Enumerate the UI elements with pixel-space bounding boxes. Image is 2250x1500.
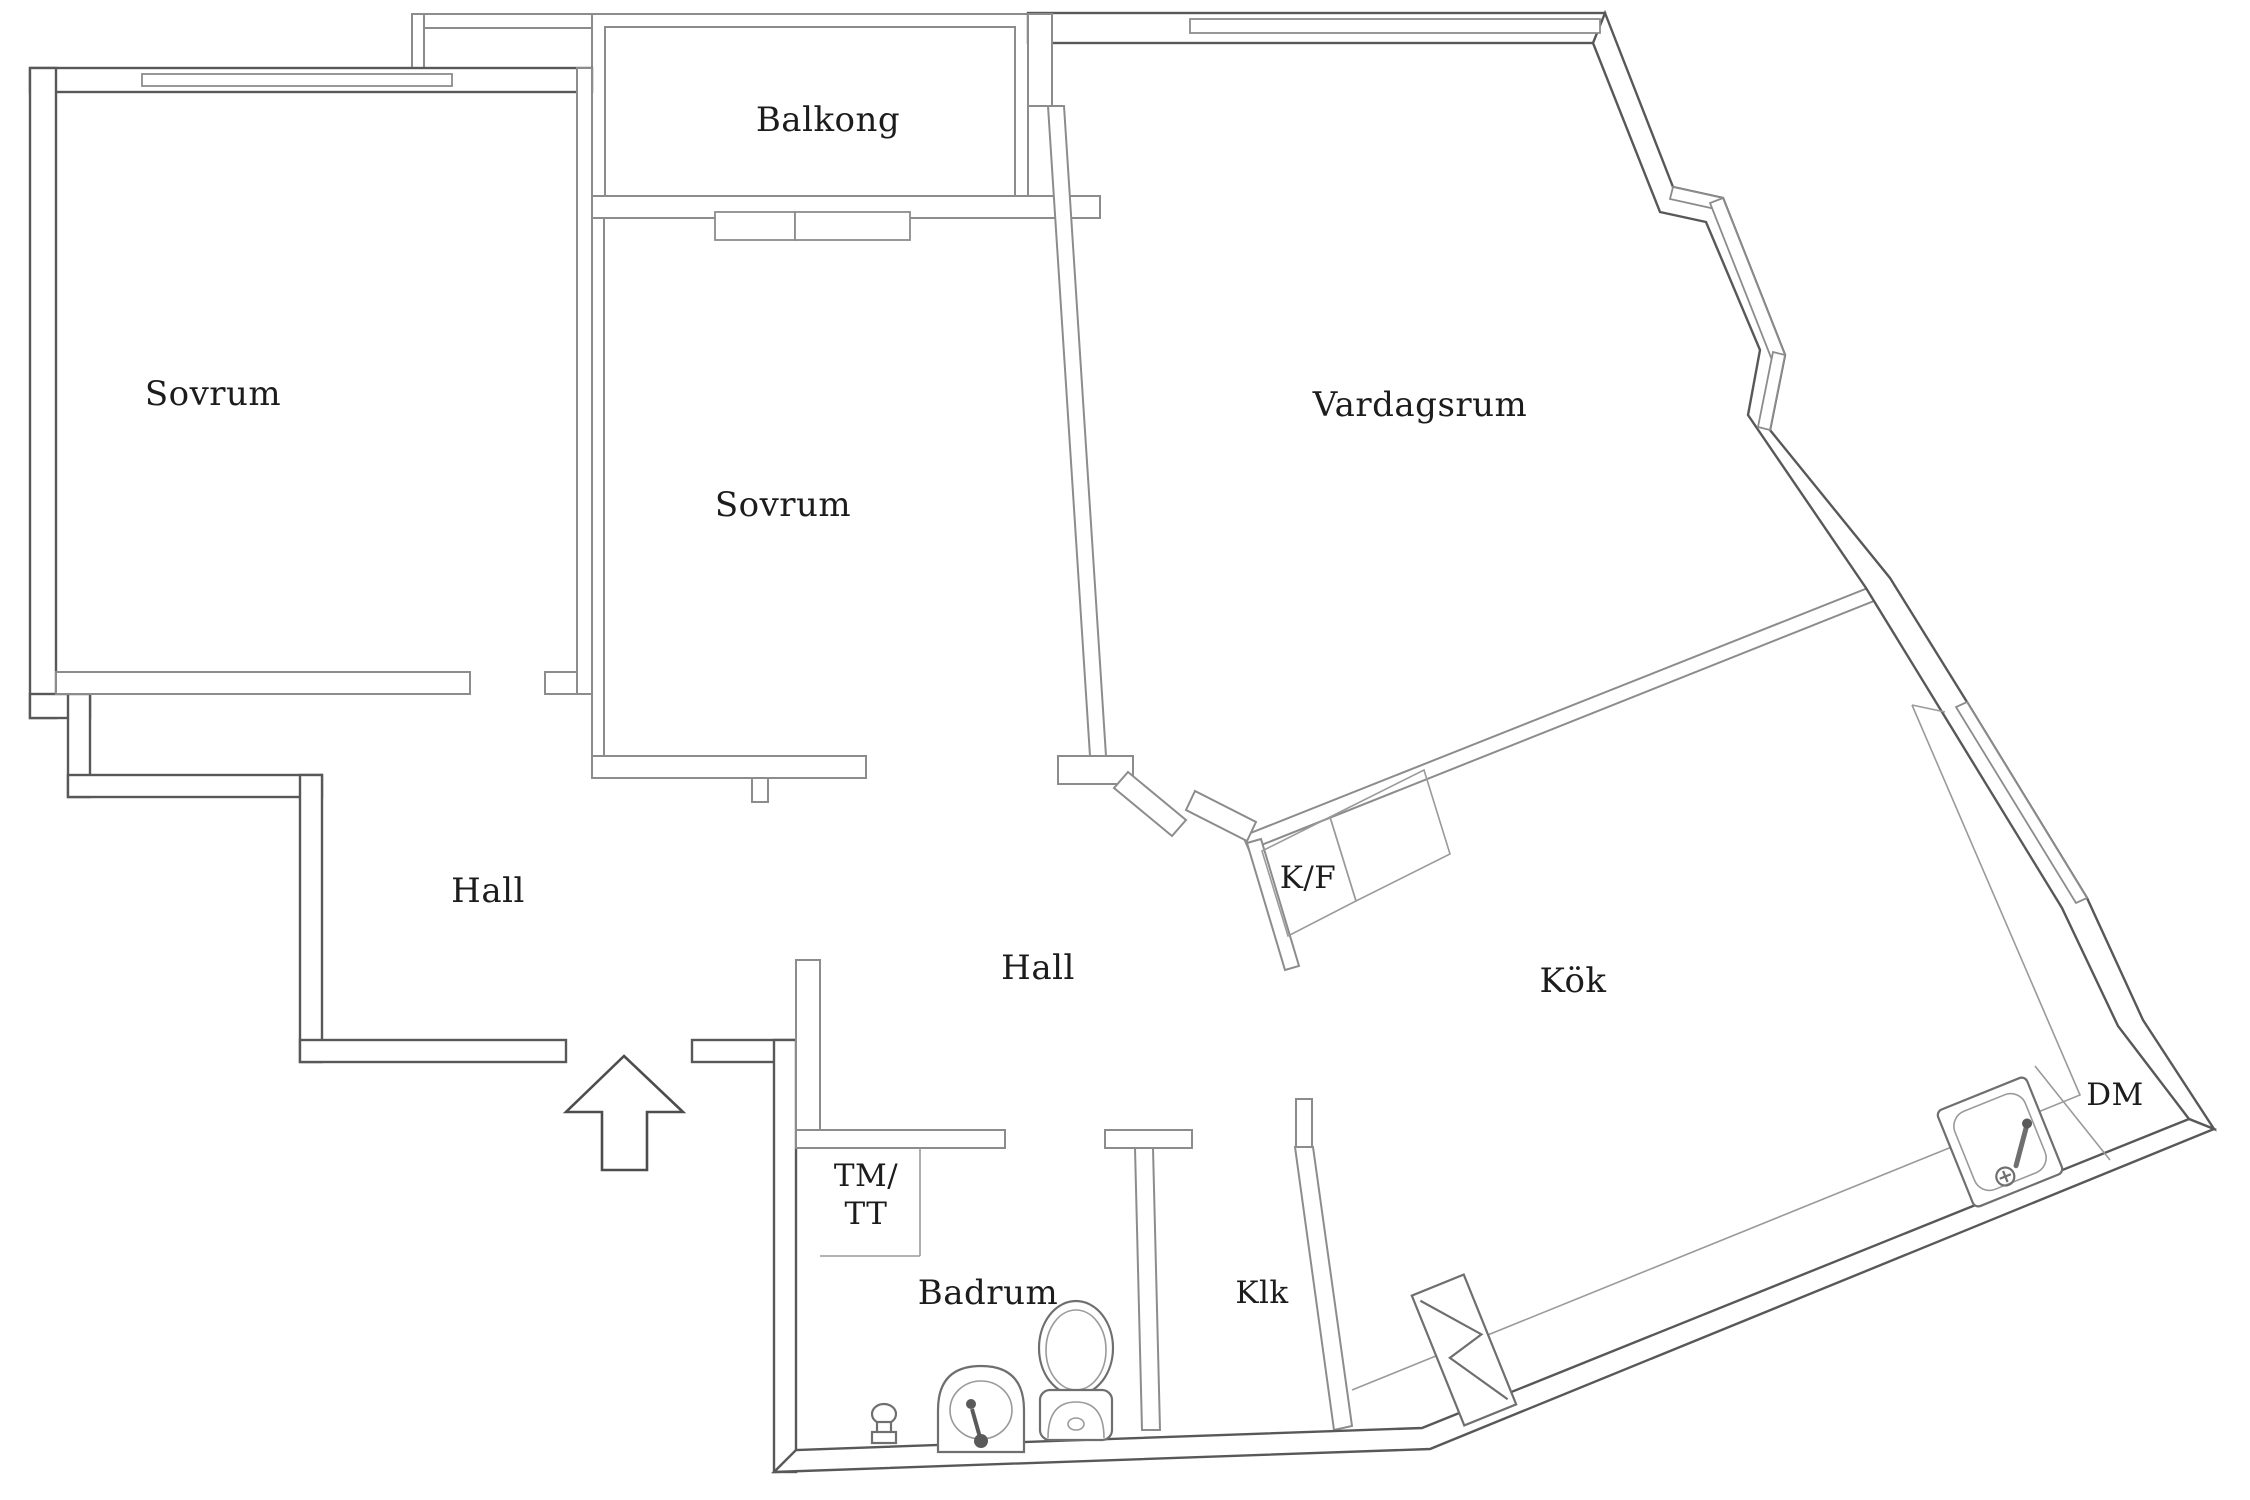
door-leaves — [1112, 770, 1258, 843]
window-vardagsrum-top — [1189, 18, 1601, 34]
label-tm: TM/ — [833, 1158, 899, 1195]
bay-window-front — [1708, 196, 1787, 362]
wall-badrum-klk-divider — [1133, 1147, 1162, 1431]
windows — [141, 18, 2089, 905]
bathroom-sink-icon — [936, 1364, 1026, 1454]
wall-vardagsrum-kok-divider — [1241, 578, 1896, 852]
shower-head-icon — [870, 1402, 898, 1445]
wall-klk-kok-divider — [1293, 1146, 1354, 1432]
dishwasher-separator — [2034, 1065, 2111, 1161]
balcony-railing — [411, 13, 1029, 219]
wall-sovrum-middle-bottom — [591, 755, 867, 779]
wall-sovrum-left-west — [28, 66, 58, 720]
label-kf: K/F — [1279, 860, 1337, 896]
window-sovrum-left — [141, 73, 453, 87]
room-label-hall-center: Hall — [1001, 948, 1075, 988]
wall-lower-west — [772, 1038, 798, 1474]
wall-kf — [1245, 837, 1301, 972]
toilet-icon — [1037, 1299, 1115, 1442]
wall-entry-left — [298, 1038, 568, 1064]
room-label-badrum: Badrum — [917, 1273, 1059, 1313]
room-label-vardagsrum: Vardagsrum — [1312, 385, 1528, 425]
wall-tmtt-top — [795, 1129, 1006, 1149]
room-label-sovrum-left: Sovrum — [144, 374, 282, 414]
bay-window-side-b — [1756, 350, 1787, 432]
wall-sovrum-middle-west — [591, 195, 605, 779]
wall-hall-west — [298, 773, 324, 1064]
stove-symbol — [1410, 1273, 1518, 1427]
room-label-sovrum-middle: Sovrum — [714, 485, 852, 525]
window-kok — [1954, 700, 2089, 905]
entry-arrow-icon — [562, 1054, 687, 1172]
window-sovrum-middle-a — [714, 211, 796, 241]
wall-hall-east-stub — [795, 959, 821, 1149]
door-leaf-bedroom — [1112, 770, 1188, 838]
kitchen-sink-icon — [1936, 1076, 2064, 1208]
fridge-freezer-cabinets — [1261, 768, 1451, 938]
door-leaf-livingroom — [1184, 789, 1258, 843]
room-label-kok: Kök — [1539, 961, 1607, 1001]
window-sovrum-middle-b — [794, 211, 911, 241]
wall-sovrum-left-east — [576, 67, 593, 695]
label-tt: TT — [844, 1196, 888, 1232]
wall-sovrum-left-bottom — [55, 671, 471, 695]
tmtt-niche — [820, 1148, 921, 1257]
room-label-klk: Klk — [1235, 1275, 1289, 1311]
wall-badrum-north — [1104, 1129, 1193, 1149]
walls — [28, 9, 2218, 1474]
room-label-balkong: Balkong — [755, 100, 901, 140]
wall-exterior-right — [1591, 9, 2218, 1132]
label-dm: DM — [2086, 1077, 2144, 1113]
label-tmtt: TM/ TT — [834, 1158, 898, 1234]
kitchen-counter — [1351, 704, 2111, 1391]
room-label-hall-left: Hall — [451, 871, 525, 911]
